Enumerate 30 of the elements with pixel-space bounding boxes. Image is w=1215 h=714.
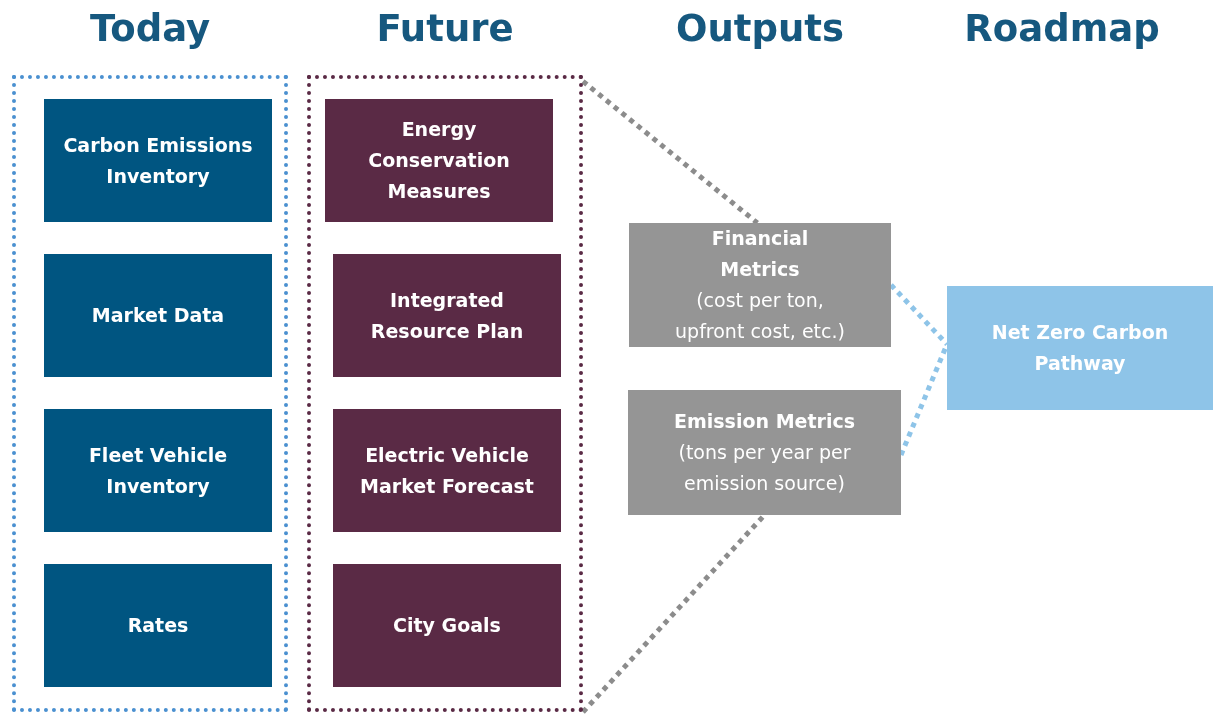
dotted-connector	[581, 79, 759, 225]
box-label: Integrated Resource Plan	[369, 287, 525, 344]
roadmap-box	[947, 286, 1213, 410]
input-box	[333, 254, 561, 377]
input-box	[325, 99, 553, 222]
box-label: Net Zero Carbon Pathway	[990, 320, 1170, 376]
input-box	[333, 564, 561, 687]
box-label: Fleet Vehicle Inventory	[87, 442, 229, 499]
dotted-connector	[581, 513, 767, 714]
input-box	[44, 564, 272, 687]
input-box	[44, 254, 272, 377]
box-label: City Goals	[392, 613, 502, 638]
column-heading: Future	[375, 7, 515, 50]
box-label: Emission Metrics	[673, 409, 856, 434]
output-box	[628, 390, 901, 515]
column-heading: Today	[88, 7, 212, 50]
input-box	[44, 99, 272, 222]
box-label: Carbon Emissions Inventory	[62, 132, 254, 189]
box-label: Financial Metrics	[710, 226, 810, 282]
box-description: (tons per year per emission source)	[677, 440, 852, 496]
box-label: Rates	[126, 613, 190, 638]
input-box	[44, 409, 272, 532]
box-label: Energy Conservation Measures	[367, 117, 511, 204]
column-heading: Roadmap	[964, 7, 1160, 50]
input-box	[333, 409, 561, 532]
box-description: (cost per ton, upfront cost, etc.)	[674, 288, 846, 344]
output-box	[629, 223, 891, 347]
box-label: Market Data	[90, 303, 226, 328]
box-label: Electric Vehicle Market Forecast	[359, 442, 535, 499]
column-heading: Outputs	[676, 7, 844, 50]
